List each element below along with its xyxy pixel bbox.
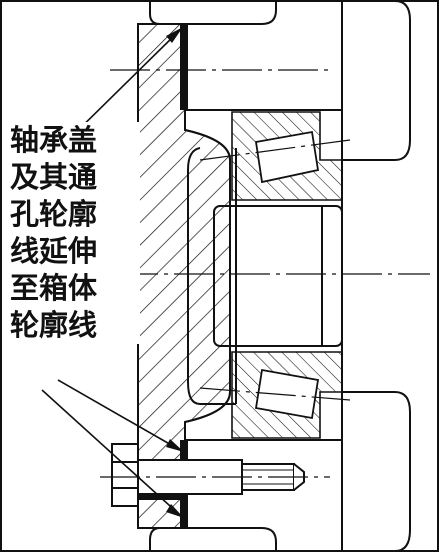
caption-line-4: 线延伸 — [10, 234, 98, 268]
bolt-washer — [138, 494, 186, 500]
annotation-caption: 轴承盖 及其通 孔轮廓 线延伸 至箱体 轮廓线 — [10, 122, 140, 344]
leader-arrowheads — [166, 27, 184, 518]
shaft-and-inner-ring — [187, 147, 343, 405]
caption-line-2: 及其通 — [10, 160, 98, 194]
gasket-top — [180, 24, 188, 110]
caption-line-6: 轮廓线 — [10, 308, 98, 342]
bearing-cover — [137, 23, 231, 529]
caption-line-5: 至箱体 — [10, 271, 98, 305]
caption-line-1: 轴承盖 — [10, 123, 98, 157]
caption-line-3: 孔轮廓 — [10, 197, 98, 231]
tapered-rollers — [254, 130, 320, 420]
